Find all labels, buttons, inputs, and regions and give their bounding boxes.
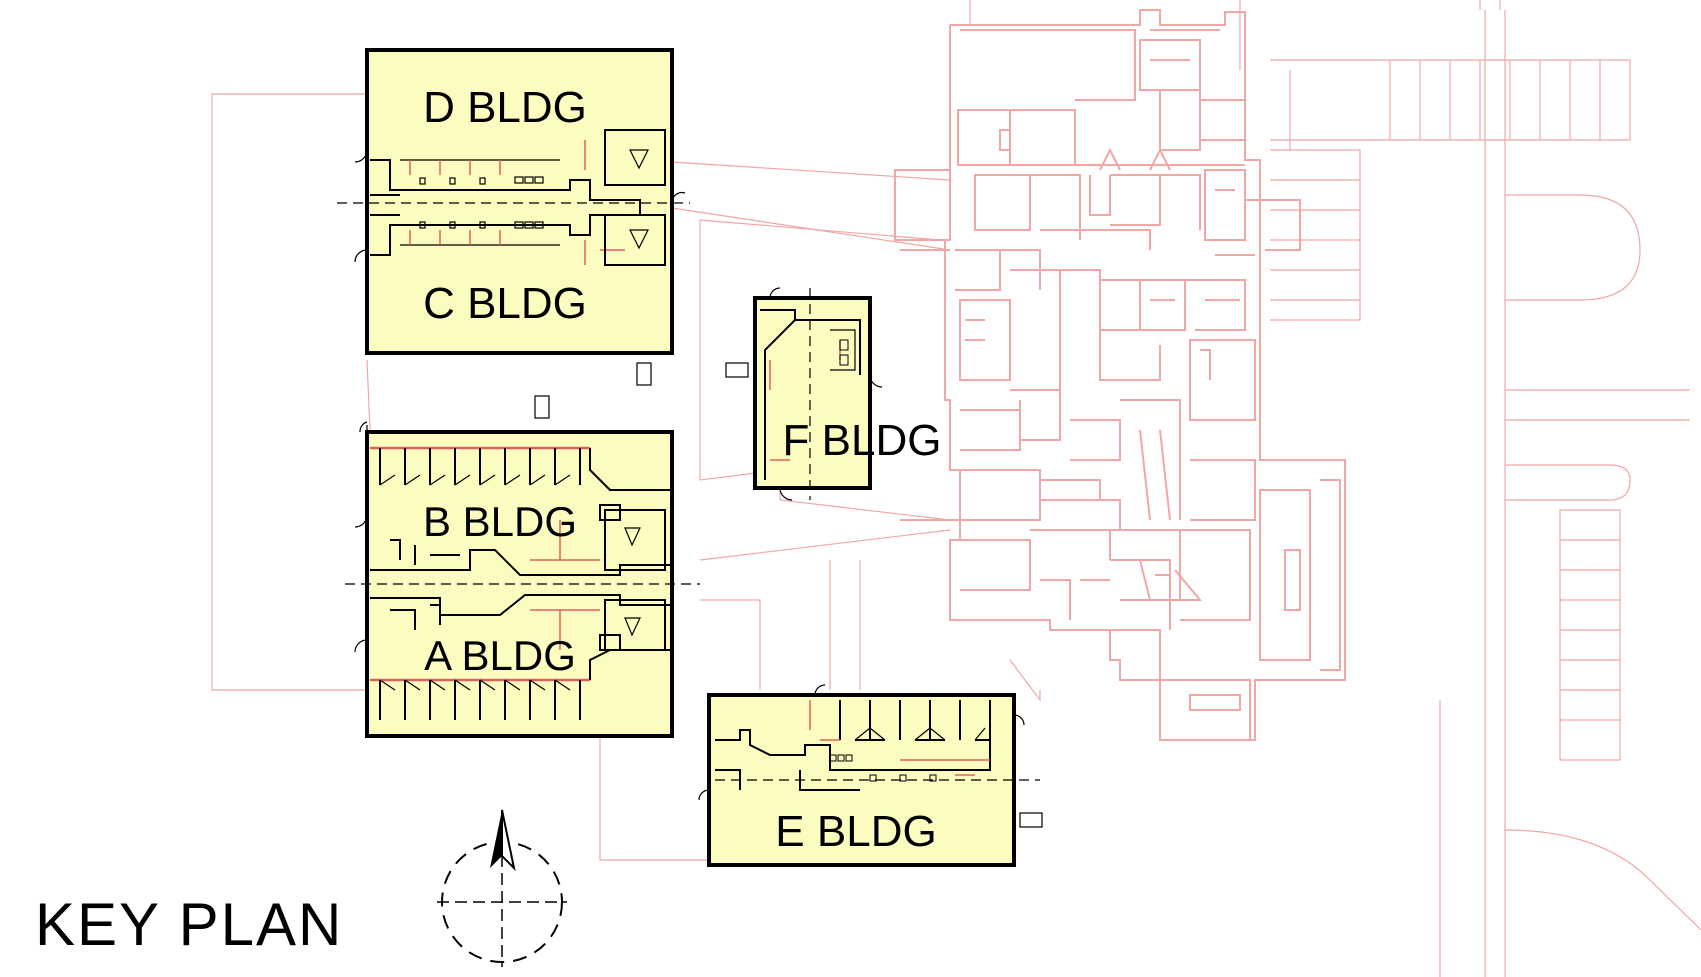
building-b-label: B BLDG — [423, 498, 577, 545]
site-markers — [534, 362, 1043, 828]
building-d-c-outline — [365, 48, 674, 355]
building-b-a-block: B BLDG A BLDG — [345, 421, 700, 738]
main-building-context — [894, 9, 1346, 741]
building-a-label: A BLDG — [424, 632, 576, 679]
building-f-block: F BLDG — [753, 287, 942, 501]
site-context-lines — [211, 0, 1701, 977]
building-c-label: C BLDG — [423, 279, 587, 328]
building-f-label: F BLDG — [783, 416, 942, 465]
building-d-c-block: D BLDG C BLDG — [337, 48, 690, 355]
building-d-label: D BLDG — [423, 83, 587, 132]
building-e-label: E BLDG — [775, 807, 936, 856]
building-e-block: E BLDG — [698, 684, 1040, 867]
page-title: KEY PLAN — [35, 891, 343, 958]
north-arrow-icon — [437, 809, 567, 967]
